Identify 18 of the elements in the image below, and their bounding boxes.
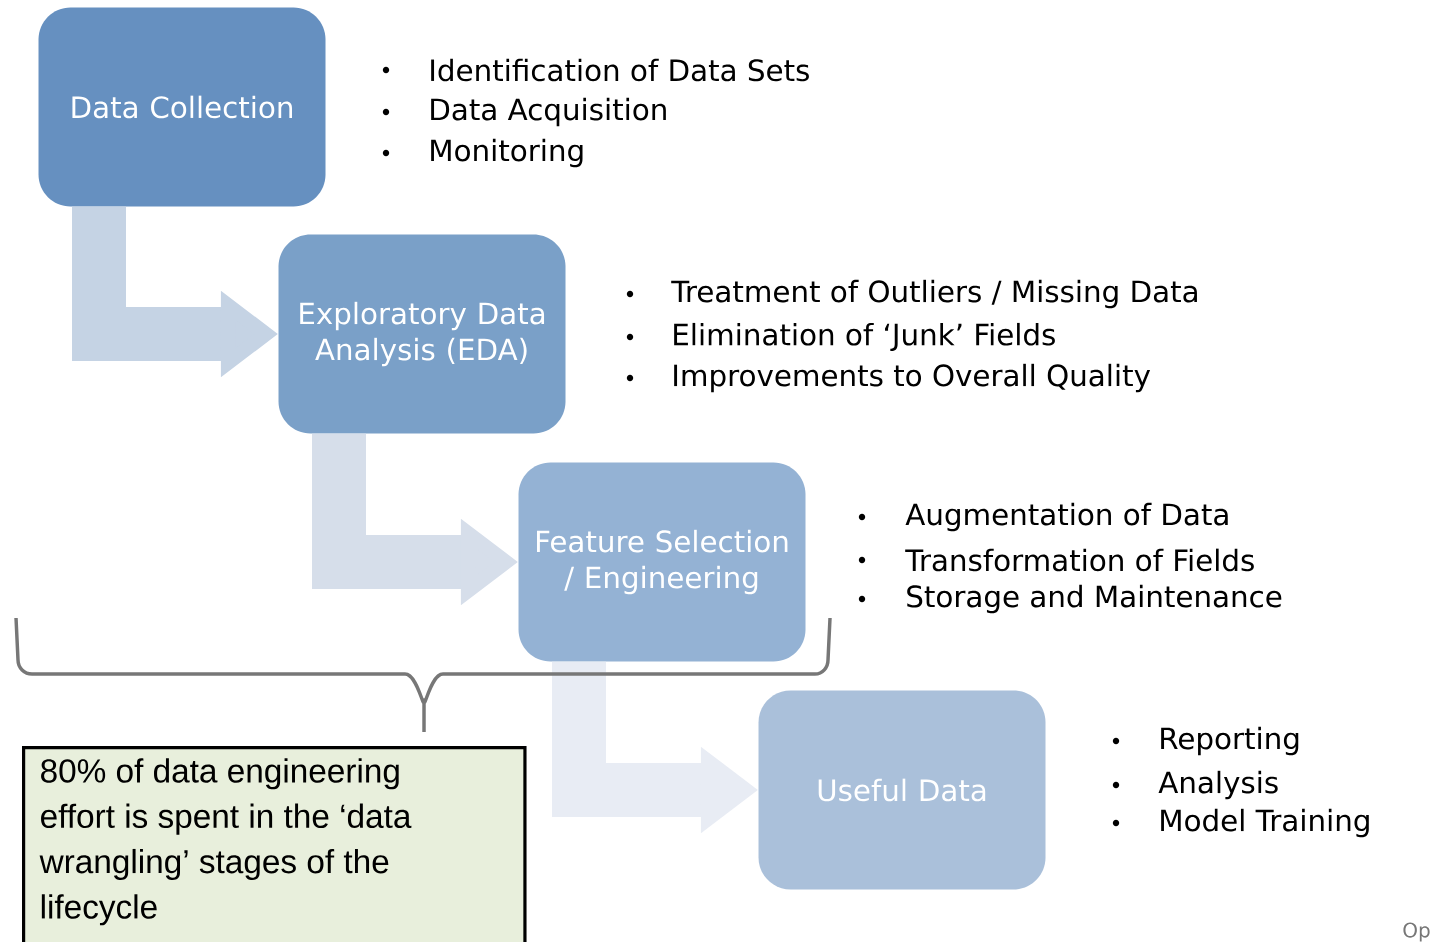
bullet-text: Identification of Data Sets [431,58,809,82]
bullet-text: Augmentation of Data [905,502,1228,532]
bullet-text: Data Acquisition [431,97,666,127]
bullet-text: Transformation of Fields [905,548,1254,572]
bullet-text: Improvements to Overall Quality [674,363,1151,393]
bullet-text: Model Training [1161,808,1369,838]
footer-text: Op [1403,922,1430,942]
bullet-text: Monitoring [431,138,583,168]
callout-box: 80% of data engineering effort is spent in the ‘data wrangling’ stages of the lifecycle [22,746,527,942]
bullet-text: Analysis [1158,770,1278,800]
process-box: Data Collection [38,7,326,207]
process-box: Feature Selection / Engineering [518,462,806,662]
process-box: Exploratory Data Analysis (EDA) [278,234,566,434]
process-box: Useful Data [758,690,1046,890]
bullet-text: Elimination of ‘Junk’ Fields [674,322,1055,352]
bullet-text: Reporting [1161,726,1299,756]
bullet-text: Storage and Maintenance [907,584,1282,614]
bullet-text: Treatment of Outliers / Missing Data [671,279,1197,309]
